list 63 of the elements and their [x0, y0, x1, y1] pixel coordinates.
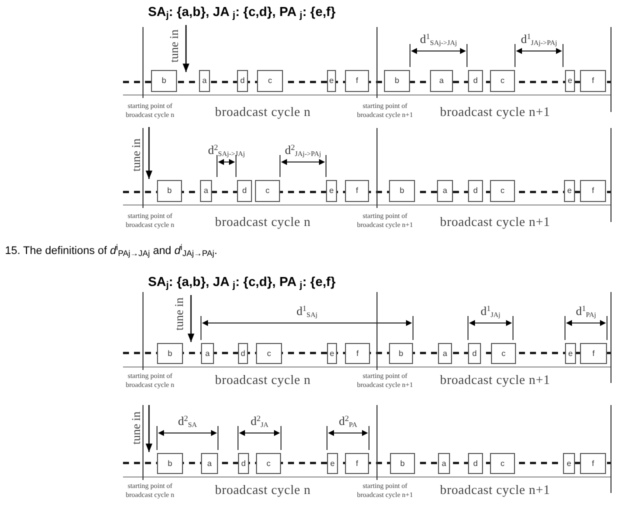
- slot-box: f: [345, 180, 369, 202]
- slot-box: c: [257, 70, 283, 92]
- slot-box: e: [326, 180, 337, 202]
- slot-box: d: [237, 180, 252, 202]
- tune-in-label: tune in: [173, 298, 185, 330]
- tune-in-label: tune in: [130, 138, 142, 172]
- slot-box: a: [438, 343, 452, 364]
- slot-box: a: [437, 180, 453, 202]
- slot-box: e: [327, 453, 338, 474]
- cycle-label: broadcast cycle n+1: [440, 103, 550, 121]
- slot-box: d: [468, 343, 481, 364]
- slot-box: a: [201, 453, 218, 474]
- slot-box: c: [256, 453, 281, 474]
- slot-box: a: [200, 180, 212, 202]
- slot-box: a: [430, 70, 453, 92]
- slot-box: d: [237, 70, 248, 92]
- cycle-label: broadcast cycle n+1: [440, 481, 550, 499]
- slot-box: f: [345, 453, 369, 474]
- slot-box: a: [438, 453, 450, 474]
- heading: SA$_{j}$: {a,b}, JA $_{j}$: {c,d}, PA $_{j}$: {e,f}: [148, 3, 336, 22]
- slot-box: c: [255, 180, 280, 202]
- slot-box: d: [238, 453, 249, 474]
- cycle-label: broadcast cycle n: [215, 103, 311, 121]
- slot-box: c: [491, 343, 516, 364]
- slot-box: e: [327, 343, 337, 364]
- slot-box: c: [490, 70, 515, 92]
- slot-box: e: [564, 180, 575, 202]
- heading: SA$_{j}$: {a,b}, JA $_{j}$: {c,d}, PA $_{j}$: {e,f}: [148, 273, 336, 292]
- slot-box: f: [580, 453, 606, 474]
- slot-box: a: [199, 70, 210, 92]
- cycle-label: broadcast cycle n+1: [440, 371, 550, 389]
- slot-box: b: [384, 70, 410, 92]
- slot-box: d: [468, 453, 483, 474]
- slot-box: f: [580, 343, 607, 364]
- slot-box: b: [390, 453, 415, 474]
- slot-box: d: [468, 70, 483, 92]
- cycle-label: broadcast cycle n: [215, 371, 311, 389]
- slot-box: e: [327, 70, 336, 92]
- slot-box: d: [238, 343, 248, 364]
- slot-box: d: [468, 180, 483, 202]
- slot-box: b: [157, 453, 183, 474]
- caption: 15. The definitions of d$^{i}$$_{PAj→JAj}$ and d$^{i}$$_{JAj→PAj}$.: [5, 243, 218, 260]
- slot-box: b: [151, 70, 177, 92]
- slot-box: f: [345, 70, 369, 92]
- slot-box: f: [345, 343, 370, 364]
- slot-box: c: [490, 453, 515, 474]
- slot-box: b: [389, 180, 415, 202]
- slot-box: c: [256, 343, 282, 364]
- cycle-label: broadcast cycle n+1: [440, 213, 550, 231]
- slot-box: b: [157, 343, 183, 364]
- slot-box: e: [565, 70, 575, 92]
- slot-box: c: [490, 180, 515, 202]
- slot-box: a: [201, 343, 214, 364]
- tune-in-label: tune in: [168, 30, 180, 62]
- slot-box: f: [580, 180, 606, 202]
- slot-box: b: [157, 180, 182, 202]
- tune-in-label: tune in: [130, 412, 142, 444]
- slot-box: e: [565, 343, 576, 364]
- slot-box: b: [389, 343, 413, 364]
- cycle-label: broadcast cycle n: [215, 481, 311, 499]
- cycle-label: broadcast cycle n: [215, 213, 311, 231]
- slot-box: e: [563, 453, 575, 474]
- slot-box: f: [580, 70, 606, 92]
